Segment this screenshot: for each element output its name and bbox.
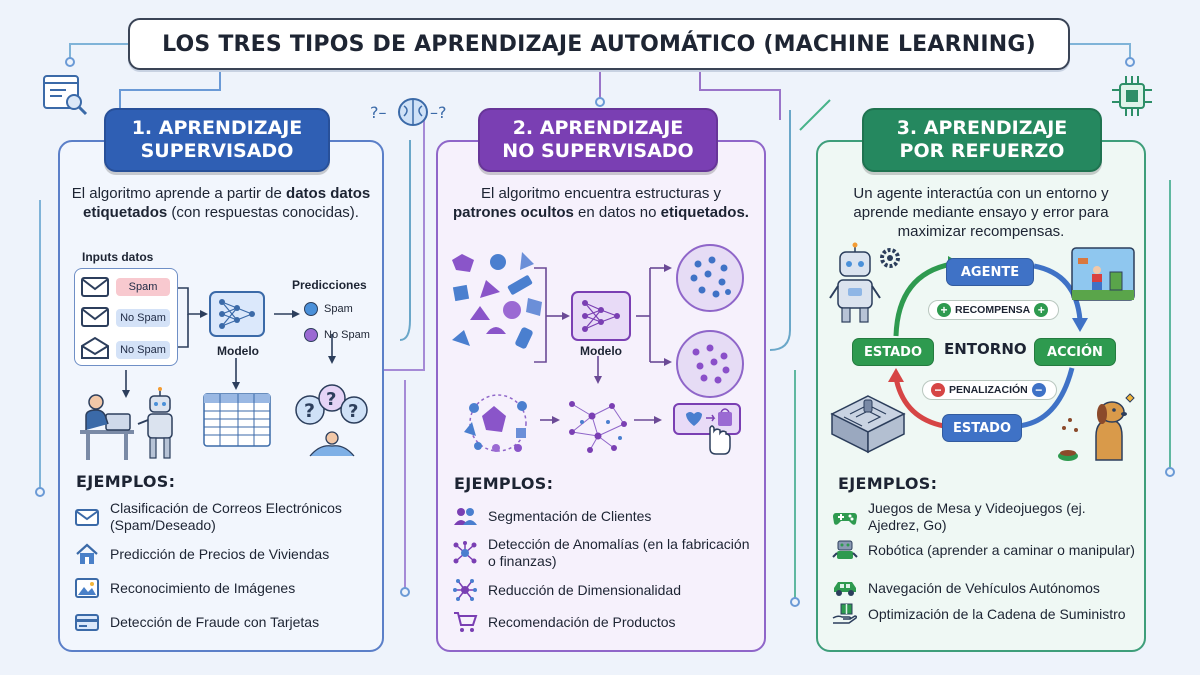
supervised-panel: El algoritmo aprende a partir de datos d… [58,140,384,652]
open-envelope-icon [81,336,109,359]
game-screen-icon [1071,247,1135,301]
processor-chip-icon [1112,76,1152,116]
robot-agent-icon [829,242,900,323]
example-image-recognition: Reconocimiento de Imágenes [74,576,374,600]
example-robotics: Robótica (aprender a caminar o manipular… [832,538,1136,562]
hub-icon [453,579,477,601]
state-node-bottom: ESTADO [942,414,1022,442]
prediction-spam-label: Spam [324,303,353,315]
envelope-icon [81,277,109,297]
prediction-no-spam-label: No Spam [324,329,370,341]
action-node: ACCIÓN [1034,338,1116,366]
image-icon [75,578,99,598]
example-autonomous-vehicles: Navegación de Vehículos Autónomos [832,576,1136,600]
example-email-classification: Clasificación de Correos Electrónicos (S… [74,500,374,534]
package-hand-icon [832,603,858,624]
prediction-dot-spam [304,302,318,316]
svg-text:?: ? [304,400,315,422]
example-dimensionality-reduction: Reducción de Dimensionalidad [452,578,756,602]
page-title: LOS TRES TIPOS DE APRENDIZAJE AUTOMÁTICO… [128,18,1070,70]
supervised-examples-title: EJEMPLOS: [76,472,176,491]
svg-text:?–: ?– [370,103,387,122]
example-house-prices: Predicción de Precios de Viviendas [74,542,374,566]
no-spam-chip: No Spam [116,309,170,327]
mixed-shapes-cluster-icon [464,394,527,452]
neural-network-model-icon [209,291,265,337]
rl-cycle-arrows [888,256,1088,429]
cluster-blue-icon [676,244,744,312]
svg-text:?: ? [326,389,336,410]
minus-icon: − [931,383,945,397]
plus-icon: + [937,303,951,317]
prediction-dot-no-spam [304,328,318,342]
example-anomaly-detection: Detección de Anomalías (en la fabricació… [452,536,756,570]
environment-label: ENTORNO [944,340,1027,358]
recommendation-screen-icon [673,403,741,455]
supervised-description: El algoritmo aprende a partir de datos d… [71,185,371,221]
svg-text:?: ? [348,401,358,422]
email-icon [75,509,99,526]
plus-icon: + [1034,303,1049,317]
dog-with-treats-icon [1058,393,1135,461]
document-search-icon [43,75,88,116]
no-spam-chip: No Spam [116,341,170,359]
envelope-icon [81,307,109,327]
gamepad-icon [833,513,857,525]
robot-icon [832,540,858,559]
predictions-label: Predicciones [292,278,367,292]
credit-card-icon [75,614,99,631]
cart-icon [454,612,478,632]
house-icon [76,543,98,564]
dimensionality-network-icon [569,401,627,453]
unsupervised-model-icon [571,291,631,341]
reward-chip: + RECOMPENSA + [928,300,1060,320]
model-label: Modelo [217,344,259,358]
example-customer-segmentation: Segmentación de Clientes [452,504,756,528]
unsupervised-model-label: Modelo [580,344,622,358]
people-icon [454,508,477,525]
example-games: Juegos de Mesa y Videojuegos (ej. Ajedre… [832,500,1136,534]
example-fraud-detection: Detección de Fraude con Tarjetas [74,610,374,634]
example-supply-chain: Optimización de la Cadena de Suministro [832,602,1136,626]
agent-node: AGENTE [946,258,1034,286]
car-icon [834,582,856,596]
minus-icon: − [1031,383,1046,397]
maze-icon [830,395,906,454]
spam-chip: Spam [116,278,170,296]
example-product-recommendation: Recomendación de Productos [452,610,756,634]
state-node-left: ESTADO [852,338,934,366]
svg-text:–?: –? [430,103,447,122]
reinforcement-description: Un agente interactúa con un entorno y ap… [853,185,1109,240]
network-icon [453,541,477,564]
unsupervised-examples-title: EJEMPLOS: [454,474,554,493]
unsupervised-panel: El algoritmo encuentra estructuras y pat… [436,140,766,652]
person-and-robot-illustration [80,387,173,460]
penalty-chip: − PENALIZACIÓN − [922,380,1057,400]
brain-icon: ?– –? [370,98,447,126]
cluster-purple-icon [676,330,744,398]
flow-arrows [122,287,336,398]
inputs-label: Inputs datos [82,250,154,264]
question-bubbles-icon: ? ? ? [295,384,368,457]
unsupervised-description: El algoritmo encuentra estructuras y pat… [453,185,749,221]
data-table-icon [203,393,271,447]
unsupervised-flow-lines [534,264,672,424]
reinforcement-examples-title: EJEMPLOS: [838,474,938,493]
reinforcement-panel: Un agente interactúa con un entorno y ap… [816,140,1146,652]
unlabeled-shapes-illustration [452,252,542,349]
